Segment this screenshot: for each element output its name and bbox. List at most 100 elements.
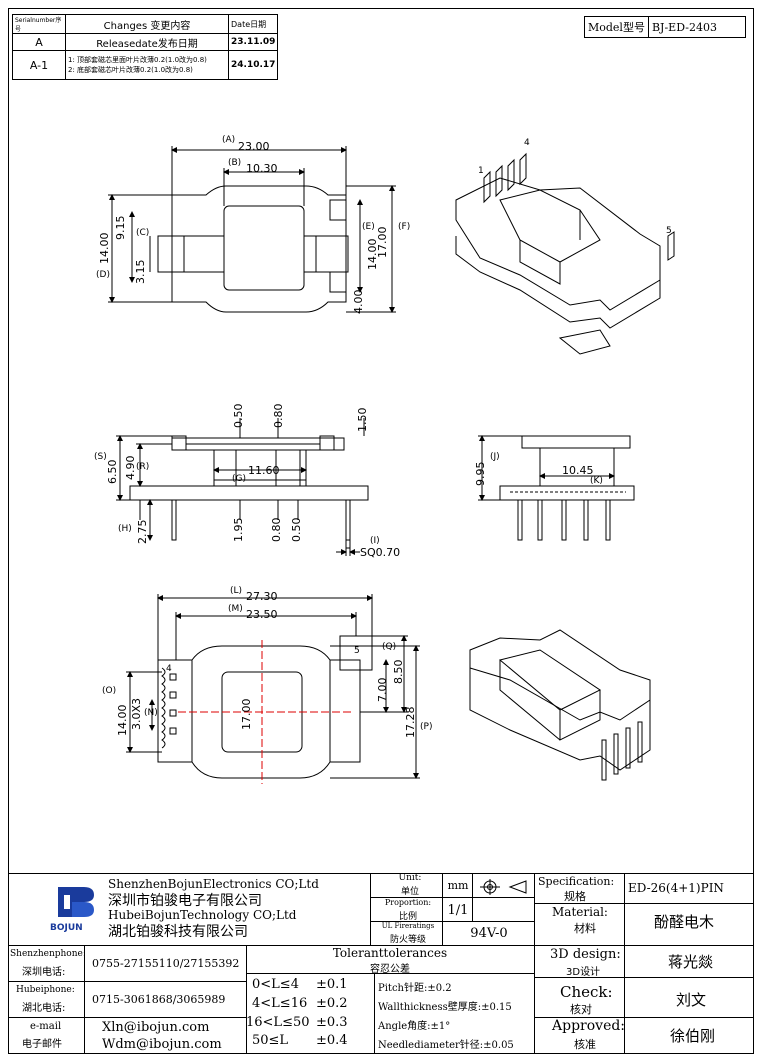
iso-view-bottom [469,629,651,781]
dim-letter-b: (B) [228,158,242,168]
iso-view-top [455,152,675,355]
rev-change-line-2: 2: 底部套磁芯叶片改薄0.2(1.0改为0.8) [68,66,193,74]
approved-label: Approved: [552,1018,626,1034]
tol-range-3: 50≤L [252,1033,289,1048]
design-value: 蒋光燚 [668,953,714,971]
design-label-cn: 3D设计 [566,967,601,978]
company-cn-1: 深圳市铂骏电子有限公司 [108,893,262,909]
dim-side-t3: 1.50 [356,407,369,433]
projection-symbol-icon [480,879,527,895]
material-value: 酚醛电木 [654,913,715,931]
hb-phone: 0715-3061868/3065989 [92,993,226,1006]
check-label: Check: [560,983,613,1001]
tol-range-1: 4<L≤16 [252,996,308,1011]
fire-label-cn: 防火等级 [389,935,426,945]
dim-c: 9.15 [114,215,127,241]
design-label: 3D design: [550,947,621,962]
dim-g: 11.60 [248,464,280,477]
dim-d2: 3.15 [134,259,147,285]
dim-l: 27.30 [246,590,278,603]
dim-letter-n: (N) [144,708,158,718]
proportion-value: 1/1 [447,903,469,918]
note-angle: Angle角度:±1° [378,1021,451,1032]
email-2: Wdm@ibojun.com [102,1037,222,1052]
dim-letter-p: (P) [420,722,433,732]
tol-value-1: ±0.2 [316,996,348,1011]
company-cn-2: 湖北铂骏科技有限公司 [108,924,248,940]
unit-label: Unit: [398,873,422,883]
material-label-cn: 材料 [574,922,596,935]
dim-s: 6.50 [106,459,119,485]
pin-label-5: 5 [354,646,360,656]
revision-table: Serialnumber序号 Changes 变更内容 Date日期 A Rel… [12,14,279,80]
approved-label-cn: 核准 [574,1038,596,1051]
dim-letter-m: (M) [228,604,243,614]
dim-r: 4.90 [124,455,137,481]
dim-letter-s: (S) [94,452,107,462]
sz-phone: 0755-27155110/27155392 [92,957,240,970]
dim-a: 23.00 [238,140,270,153]
rev-row-a1-changes: 1: 顶部套磁芯里面叶片改薄0.2(1.0改为0.8) 2: 底部套磁芯叶片改薄… [65,50,229,80]
material-label: Material: [552,905,608,919]
tol-title-cn: 容忍公差 [370,964,410,975]
spec-value: ED-26(4+1)PIN [628,881,724,895]
dim-side-t1: 0.50 [232,403,245,429]
model-box: Model型号 BJ-ED-2403 [584,16,746,38]
tol-range-0: 0<L≤4 [252,977,299,992]
approved-value: 徐伯刚 [670,1027,716,1045]
dim-letter-r: (R) [136,462,150,472]
side-view [129,435,369,541]
iso-pin-1: 1 [478,166,484,176]
model-value: BJ-ED-2403 [651,20,717,34]
fire-label: UL Fireratings [381,922,435,930]
rev-row-a1-serial: A-1 [12,50,66,80]
title-block: BOJUN ShenzhenBojunElectronics CO;Ltd 深圳… [8,873,754,1054]
dim-h: 2.75 [136,519,149,545]
bojun-logo [58,887,94,917]
dim-side-b1: 1.95 [232,517,245,543]
dim-j: 9.95 [474,461,487,487]
note-pitch: Pitch针距:±0.2 [378,983,452,994]
unit-value: mm [447,879,469,892]
check-value: 刘文 [676,991,707,1009]
dim-o: 14.00 [116,704,129,737]
dim-letter-k: (K) [590,476,603,486]
iso-pin-4: 4 [524,138,530,148]
tol-value-2: ±0.3 [316,1015,348,1030]
dim-letter-d: (D) [96,270,110,280]
dim-letter-c: (C) [136,228,150,238]
note-wall: Wallthickness壁厚度:±0.15 [378,1002,512,1013]
model-label: Model型号 [585,17,649,37]
fire-value: 94V-0 [470,926,508,941]
rev-row-a1-date: 24.10.17 [227,50,279,80]
drawing-svg [108,146,675,784]
email-1: Xln@ibojun.com [102,1020,210,1035]
dim-m: 23.50 [246,608,278,621]
pin-label-4: 4 [166,664,172,674]
dim-i: SQ0.70 [360,546,401,559]
dim-side-b2: 0.80 [270,517,283,543]
end-view [499,435,635,541]
proportion-label-cn: 比例 [398,912,417,922]
dim-q2: 8.50 [392,659,405,685]
dim-letter-j: (J) [490,452,500,462]
dim-side-b3: 0.50 [290,517,303,543]
dim-letter-o: (O) [102,686,117,696]
dim-b: 10.30 [246,162,278,175]
dim-f: 17.00 [376,226,389,259]
bottom-view [157,635,373,779]
hb-phone-label-cn: 湖北电话: [22,1003,66,1014]
check-label-cn: 核对 [570,1003,592,1016]
company-en-2: HubeiBojunTechnology CO;Ltd [108,908,297,922]
dim-letter-i: (I) [370,536,380,546]
dim-letter-e: (E) [362,222,375,232]
dim-letter-g: (G) [232,474,246,484]
spec-label: Specification: [538,875,615,888]
email-label: e-mail [30,1021,62,1032]
dim-p: 17.28 [404,706,417,739]
dim-d: 14.00 [98,232,111,265]
dim-letter-h: (H) [118,524,132,534]
email-label-cn: 电子邮件 [22,1039,62,1050]
dim-side-t2: 0.80 [272,403,285,429]
tol-value-3: ±0.4 [316,1033,348,1048]
